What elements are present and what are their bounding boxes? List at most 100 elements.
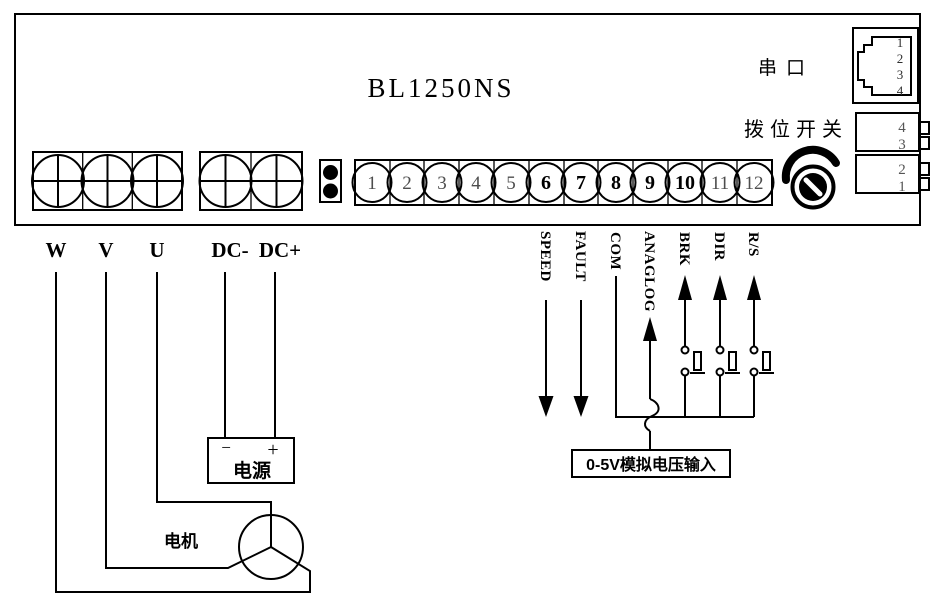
- dip-pin-number: 4: [898, 120, 906, 136]
- wire-brk: [678, 275, 705, 417]
- terminal-label-w: W: [46, 238, 67, 262]
- led-block-outline: [319, 159, 342, 203]
- dip-pin-number: 3: [898, 137, 906, 153]
- signal-label-anaglog: ANAGLOG: [641, 231, 657, 312]
- terminal-circle: [733, 162, 775, 203]
- switch-contact: [749, 367, 759, 377]
- terminal-number: 4: [471, 173, 481, 194]
- serial-port-label: 串口: [758, 57, 814, 79]
- arrow-up-icon: [747, 275, 761, 300]
- screw-terminal: [80, 154, 135, 208]
- power-supply-outline: [207, 437, 295, 484]
- switch-contact: [749, 345, 759, 355]
- rj-pin-number: 2: [897, 51, 904, 66]
- analog-input-label: 0-5V模拟电压输入: [586, 455, 716, 474]
- terminal-circle: [525, 162, 567, 203]
- rj-jack-icon: [857, 36, 912, 96]
- terminal-number: 7: [576, 172, 586, 194]
- terminal-number: 11: [711, 173, 729, 194]
- potentiometer-ring: [790, 164, 836, 210]
- switch-contact: [680, 367, 690, 377]
- terminal-circle: [421, 162, 463, 203]
- dip-switch-lever: [918, 177, 930, 191]
- terminal-circle: [455, 162, 497, 203]
- dip-switch-lever: [918, 121, 930, 135]
- terminal-number: 5: [506, 173, 516, 194]
- terminal-circle: [595, 162, 637, 203]
- screw-terminal: [31, 154, 85, 208]
- led-icon: [323, 165, 338, 180]
- push-button-icon: [762, 351, 771, 371]
- wire-w: [55, 272, 311, 593]
- terminal-number: 9: [645, 172, 655, 194]
- dip-switch-lever: [918, 162, 930, 176]
- power-supply-label: 电源: [233, 459, 271, 482]
- dip-switch-block: 4 3 2 1: [855, 112, 930, 195]
- terminal-circle: [490, 162, 532, 203]
- analog-input-box: 0-5V模拟电压输入: [571, 449, 731, 478]
- led-indicator-block: [319, 159, 342, 203]
- motor-label: 电机: [164, 531, 198, 551]
- signal-label-rs: R/S: [745, 232, 761, 257]
- terminal-circle: [664, 162, 706, 203]
- terminal-number: 8: [611, 172, 621, 194]
- rj-connector-outline: [852, 27, 919, 104]
- wire-crossover-hop: [644, 398, 660, 432]
- dip-switch-lever: [918, 136, 930, 150]
- wire-speed: [538, 300, 554, 417]
- arrow-down-icon: [573, 396, 589, 417]
- wire-anaglog: [643, 317, 660, 450]
- rj-pin-number: 4: [897, 83, 904, 98]
- wire-fault: [573, 300, 589, 417]
- arrow-up-icon: [678, 275, 692, 300]
- signal-label-dir: DIR: [711, 232, 727, 261]
- signal-label-fault: FAULT: [572, 231, 588, 282]
- wire-u: [156, 272, 272, 547]
- wire-com-bus: [615, 276, 754, 418]
- arrow-up-icon: [713, 275, 727, 300]
- dc-terminal-block: [198, 151, 304, 211]
- analog-input-outline: [571, 449, 731, 478]
- terminal-number: 1: [367, 173, 377, 194]
- rj-pin-number: 3: [897, 67, 904, 82]
- board-title: BL1250NS: [367, 73, 514, 103]
- terminal-circle: [560, 162, 602, 203]
- terminal-circle: [386, 162, 428, 203]
- push-button-icon: [693, 351, 702, 371]
- dip-switch-body: [855, 112, 920, 152]
- rj-pin-number: 1: [897, 35, 904, 50]
- signal-label-brk: BRK: [676, 232, 692, 266]
- arrow-down-icon: [538, 396, 554, 417]
- dip-switch-label: 拨位开关: [744, 118, 848, 141]
- motor-symbol: [238, 514, 304, 580]
- terminal-label-u: U: [149, 238, 164, 262]
- terminal-label-v: V: [98, 238, 113, 262]
- terminal-label-dc-minus: DC-: [211, 238, 248, 262]
- screw-terminal: [198, 154, 253, 208]
- terminal-circle: [629, 162, 671, 203]
- potentiometer-arc: [781, 145, 840, 184]
- terminal-number: 2: [402, 173, 412, 194]
- motor-circle: [238, 514, 304, 580]
- terminal-number: 12: [745, 173, 764, 194]
- signal-label-speed: SPEED: [537, 231, 553, 282]
- switch-contact: [715, 367, 725, 377]
- signal-label-com: COM: [607, 232, 623, 270]
- dip-pin-number: 2: [898, 162, 906, 178]
- terminal-number: 10: [675, 172, 695, 194]
- potentiometer-icon: [781, 145, 840, 210]
- dip-pin-number: 1: [898, 179, 906, 195]
- terminal-circle: [351, 162, 393, 203]
- potentiometer-slot: [803, 177, 823, 197]
- power-supply-box: − + 电源: [207, 437, 295, 484]
- screw-terminal: [249, 154, 304, 208]
- wire-dir: [713, 275, 740, 417]
- dip-switch-body: [855, 154, 920, 194]
- screw-terminal: [130, 154, 184, 208]
- wire-rs: [747, 275, 774, 417]
- push-button-icon: [728, 351, 737, 371]
- wire-v: [105, 272, 272, 569]
- terminal-label-dc-plus: DC+: [259, 238, 301, 262]
